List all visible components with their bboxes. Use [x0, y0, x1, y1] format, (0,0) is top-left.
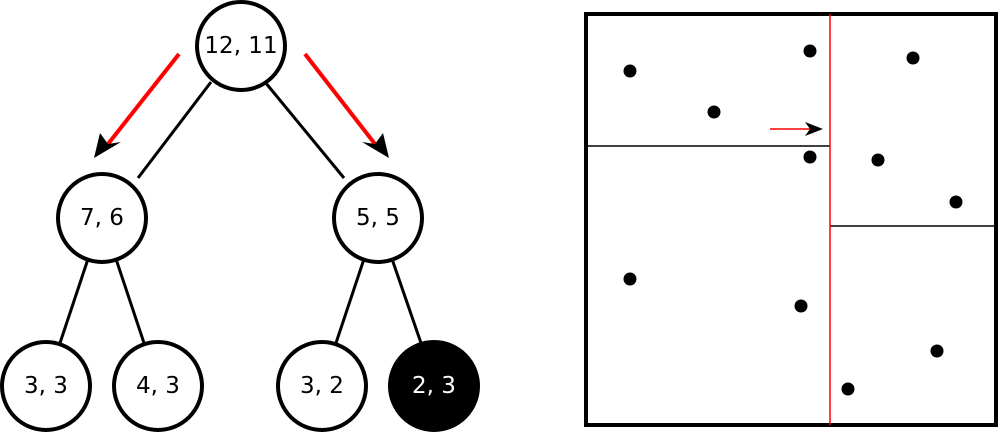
data-point	[871, 153, 885, 167]
query-arrowhead	[805, 122, 823, 136]
data-points	[623, 44, 963, 396]
partition-frame	[584, 12, 998, 427]
node-label: 5, 5	[356, 205, 400, 231]
data-point	[949, 195, 963, 209]
tree-panel: 12, 11 7, 6 5, 5 3, 3 4, 3 3, 2 2, 3	[0, 0, 480, 432]
tree-edge	[136, 81, 213, 179]
data-point	[930, 344, 944, 358]
node-label: 3, 2	[300, 373, 344, 399]
tree-node-left-left: 3, 3	[0, 340, 92, 432]
traversal-arrow-right	[303, 52, 377, 146]
traversal-arrowhead-left	[94, 133, 121, 158]
traversal-arrowhead-right	[362, 133, 389, 158]
data-point	[803, 44, 817, 58]
data-point	[623, 272, 637, 286]
tree-edge	[114, 258, 146, 344]
tree-node-right: 5, 5	[332, 172, 424, 264]
tree-node-root: 12, 11	[195, 0, 287, 92]
data-point	[841, 382, 855, 396]
traversal-arrow-left	[106, 52, 181, 146]
data-point	[803, 150, 817, 164]
node-label: 4, 3	[136, 373, 180, 399]
tree-node-left-right: 4, 3	[112, 340, 204, 432]
data-point	[623, 64, 637, 78]
tree-edge	[334, 258, 366, 344]
partition-panel	[584, 12, 998, 427]
node-label: 2, 3	[412, 373, 456, 399]
tree-edge	[390, 258, 423, 344]
tree-node-right-left: 3, 2	[276, 340, 368, 432]
node-label: 12, 11	[204, 33, 277, 59]
tree-edge	[263, 81, 346, 179]
node-label: 3, 3	[24, 373, 68, 399]
tree-edges	[58, 81, 423, 344]
tree-edge	[58, 258, 90, 344]
data-point	[906, 51, 920, 65]
data-point	[707, 105, 721, 119]
node-label: 7, 6	[80, 205, 124, 231]
tree-node-right-right: 2, 3	[388, 340, 480, 432]
tree-node-left: 7, 6	[56, 172, 148, 264]
data-point	[794, 299, 808, 313]
traversal-arrows	[94, 52, 389, 158]
